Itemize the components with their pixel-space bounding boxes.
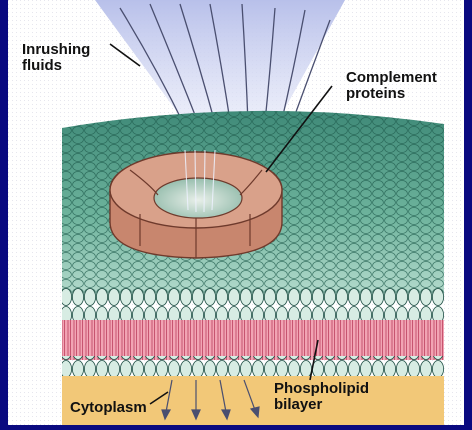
complement-proteins-label: Complement proteins xyxy=(346,70,437,102)
outer-lipid-heads xyxy=(62,288,444,322)
inner-lipid-heads xyxy=(62,356,444,376)
inrushing-fluids-label: Inrushing fluids xyxy=(22,42,90,74)
phospholipid-bilayer-label: Phospholipid bilayer xyxy=(274,381,369,413)
lipid-tails xyxy=(62,320,444,360)
cytoplasm-label: Cytoplasm xyxy=(70,400,147,416)
